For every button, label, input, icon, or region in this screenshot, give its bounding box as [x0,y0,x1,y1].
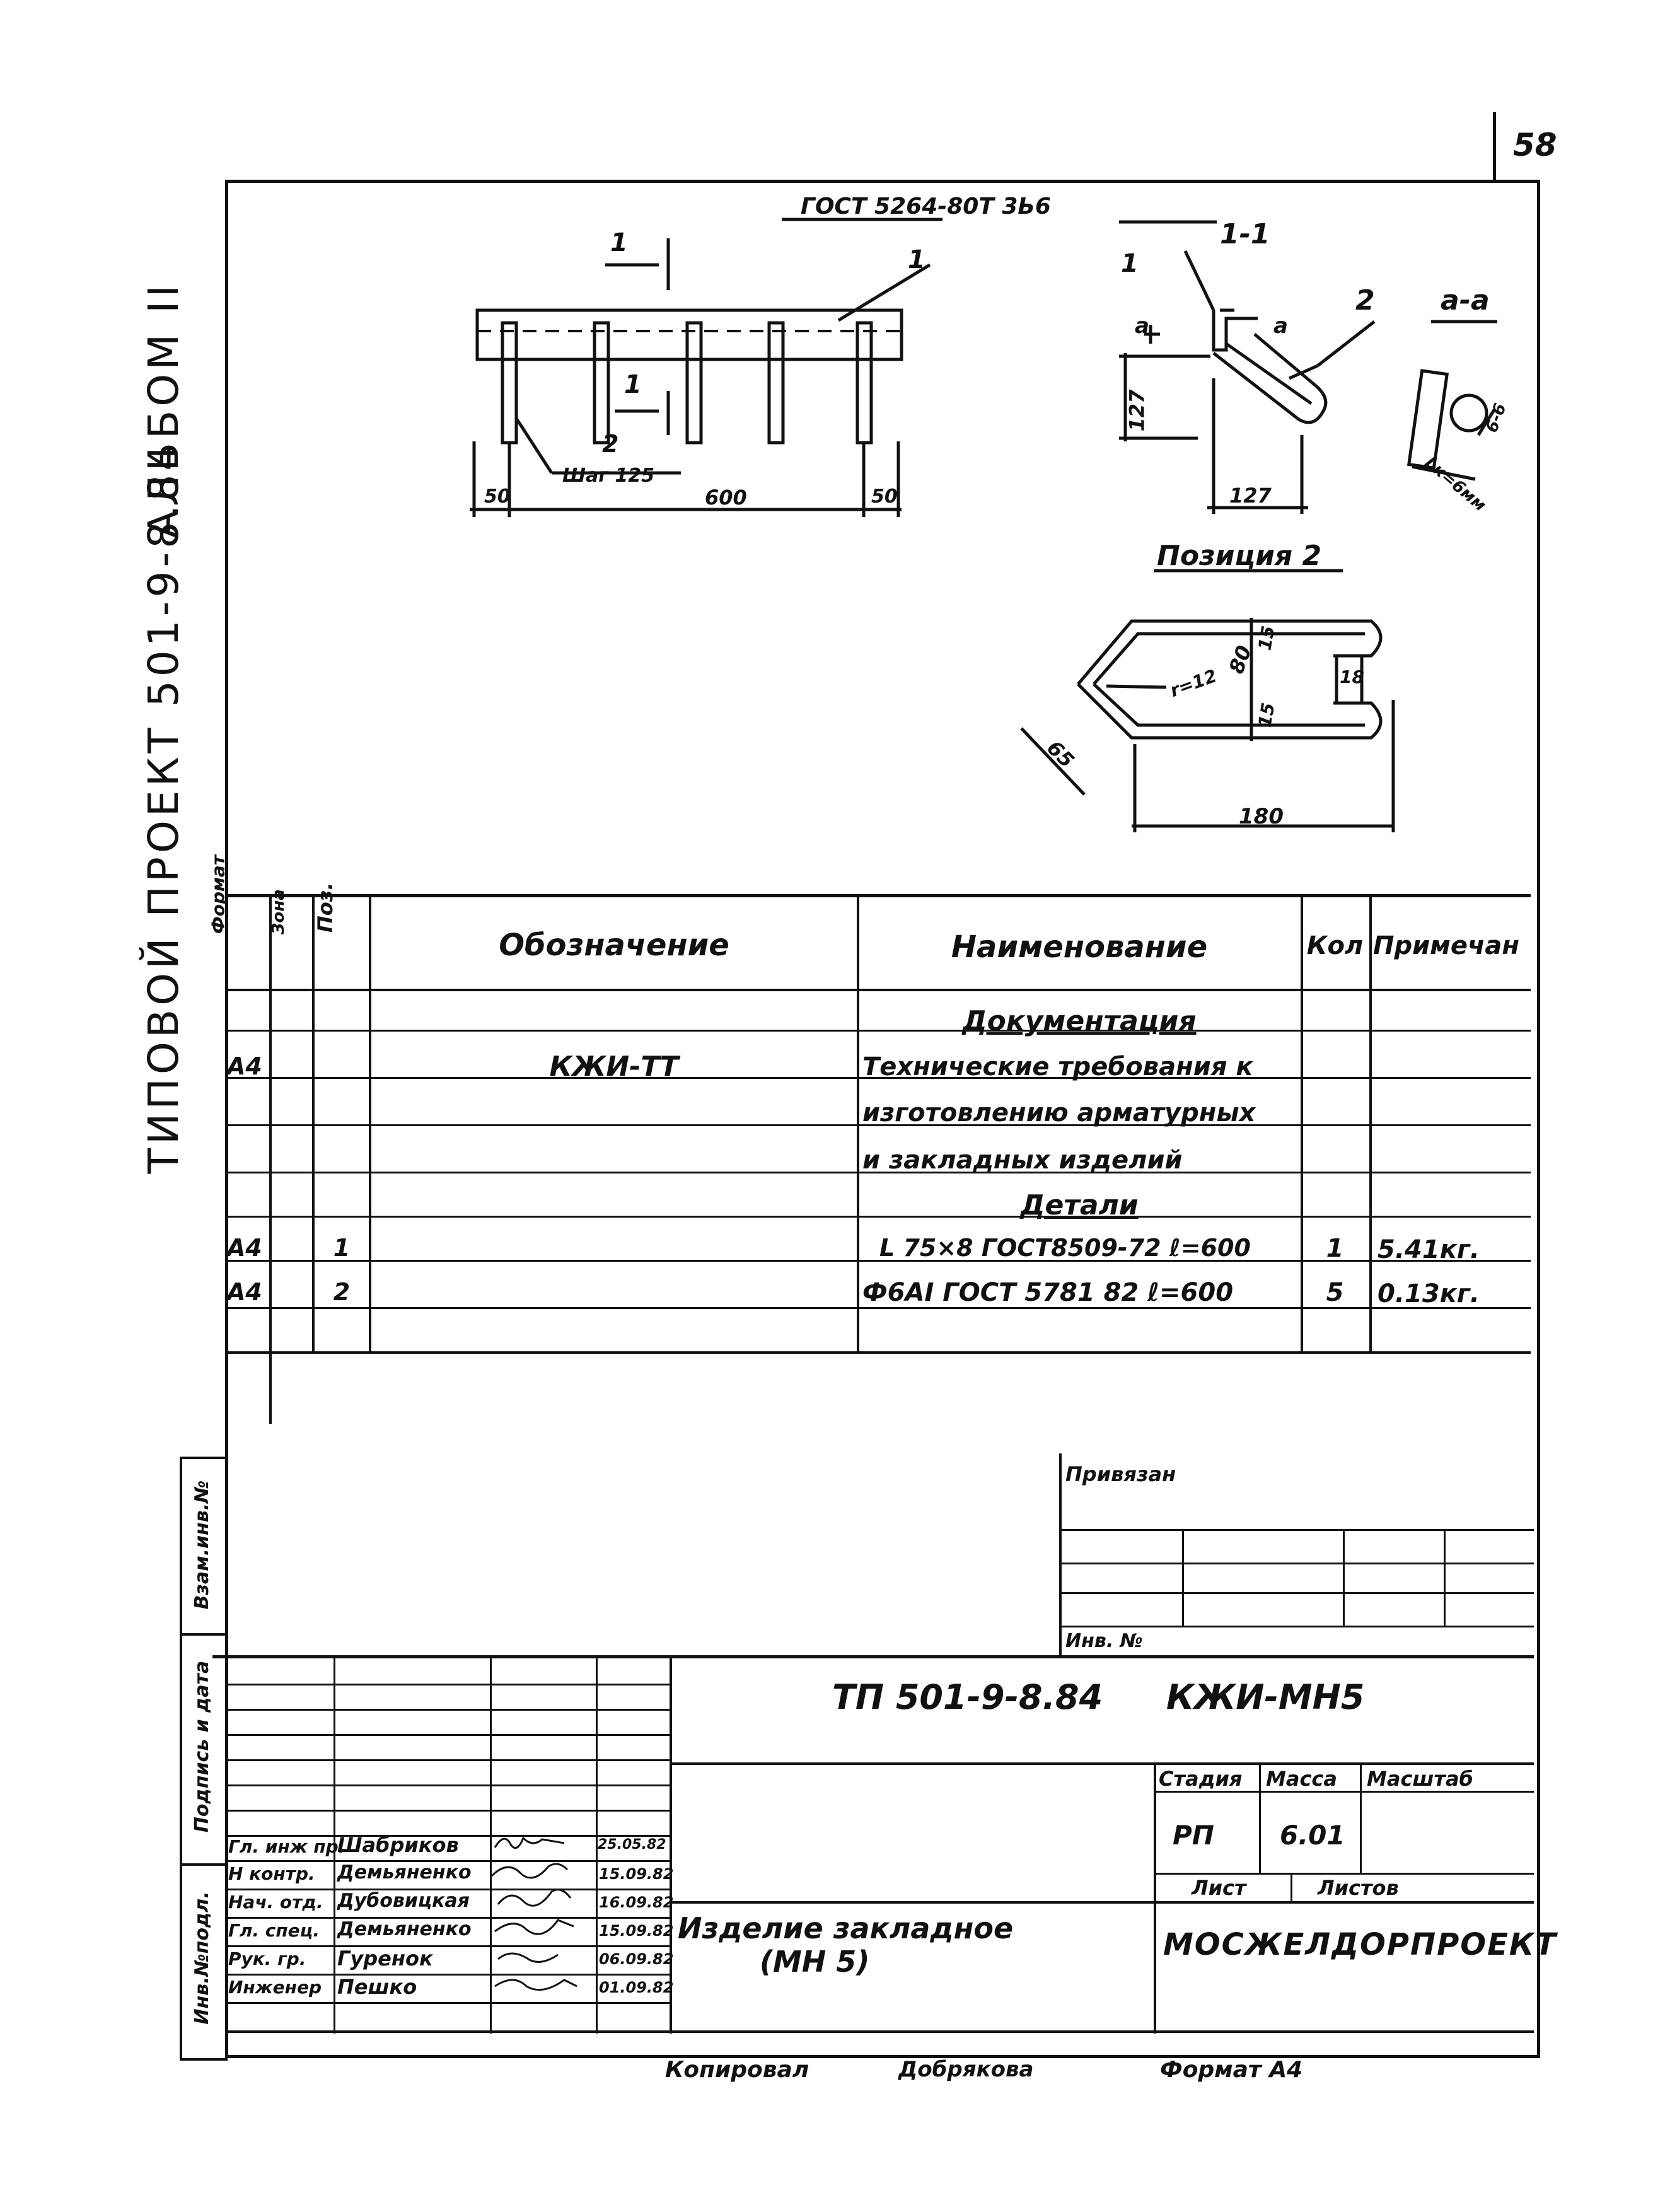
item-name-line2: (МН 5) [760,1945,870,1979]
section-1-1-pos2: 2 [1355,284,1375,317]
signer-1-name: Шабриков [337,1833,459,1857]
mass-value: 6.01 [1280,1820,1345,1851]
section-1-1-pos1: 1 [1121,249,1139,278]
drawing-frame [225,180,1540,2058]
signer-4-name: Демьяненко [337,1918,472,1940]
page-number-divider [1493,112,1496,182]
dim-50-left: 50 [484,486,511,508]
inv-zam-label: Взам.инв.№ [191,1480,213,1610]
row6-qty: 5 [1326,1278,1344,1307]
title-block [212,1655,1534,2052]
position-1-label: 1 [908,245,925,274]
signer-6-date: 01.09.82 [599,1979,674,1996]
signer-4-date: 15.09.82 [599,1922,674,1940]
dim-127-horizontal: 127 [1229,484,1272,508]
sheet-header: Лист [1192,1876,1246,1900]
row5-pos: 1 [333,1234,351,1262]
mass-header: Масса [1266,1767,1337,1791]
position-2-title: Позиция 2 [1157,540,1322,572]
copied-by-name: Добрякова [898,2057,1034,2082]
signer-5-name: Гуренок [337,1947,433,1970]
inv-podl-label: Инв.№подл. [191,1891,213,2025]
signer-4-role: Гл. спец. [228,1920,320,1941]
row2-name: изготовлению арматурных [862,1098,1256,1127]
copied-by-label: Копировал [665,2057,809,2083]
dim-18: 18 [1340,667,1364,687]
signer-3-role: Нач. отд. [228,1892,323,1912]
header-format: Формат [207,854,229,934]
sheets-header: Листов [1318,1876,1399,1900]
gost-note: ГОСТ 5264-80Т 3Ь6 [801,194,1051,219]
signer-1-role: Гл. инж пр. [228,1836,345,1857]
row6-note: 0.13кг. [1378,1279,1480,1308]
cut-mark-a-right: а [1273,313,1288,339]
signer-6-role: Инженер [228,1977,322,1998]
header-qty: Кол [1306,931,1364,960]
cut-mark-a-left: а [1135,313,1149,339]
stage-header: Стадия [1159,1767,1243,1791]
section-label-1-1: 1-1 [1220,218,1270,250]
signer-2-name: Демьяненко [337,1861,472,1883]
dim-600: 600 [705,486,747,509]
signatures [490,1836,577,1991]
row6-pos: 2 [333,1278,351,1306]
sign-date-label: Подпись и дата [191,1660,213,1833]
row5-format: А4 [227,1234,262,1262]
organization-name: МОСЖЕЛДОРПРОЕКТ [1163,1927,1557,1962]
row1-name: Технические требования к [862,1052,1253,1081]
doc-code: ТП 501-9-8.84 [832,1677,1103,1717]
technical-drawing [470,218,1497,832]
row3-name: и закладных изделий [862,1146,1183,1175]
privyazan-block [1059,1453,1536,1655]
signer-3-name: Дубовицкая [337,1890,470,1912]
dim-127-vertical: 127 [1125,389,1149,432]
privyazan-label: Привязан [1065,1462,1176,1486]
section-mark-top: 1 [610,228,628,257]
header-note: Примечан [1373,931,1520,960]
dim-15-bottom: 15 [1254,701,1279,729]
signer-3-date: 16.09.82 [599,1894,674,1911]
signer-2-role: Н контр. [228,1863,315,1884]
header-pos: Поз. [313,882,338,933]
doc-mark: КЖИ-МН5 [1166,1677,1365,1717]
header-zone: Зона [269,889,289,934]
stage-value: РП [1173,1820,1214,1851]
row5-name: L 75×8 ГОСТ8509-72 ℓ=600 [879,1234,1251,1262]
row5-qty: 1 [1326,1234,1344,1263]
row5-note: 5.41кг. [1378,1235,1480,1264]
header-name: Наименование [951,929,1208,965]
weld-step-label: Шаг 125 [562,465,655,487]
row1-format: А4 [227,1052,262,1080]
row6-name: Ф6АI ГОСТ 5781 82 ℓ=600 [862,1278,1234,1307]
dim-180: 180 [1239,804,1284,829]
signer-2-date: 15.09.82 [599,1865,674,1883]
signer-6-name: Пешко [337,1975,417,1999]
privyazan-inv-label: Инв. № [1065,1630,1143,1652]
signer-5-date: 06.09.82 [599,1950,674,1968]
row6-format: А4 [227,1278,262,1306]
dim-50-right: 50 [871,486,898,508]
header-designation: Обозначение [499,928,729,963]
signer-1-date: 25.05.82 [598,1837,666,1853]
dim-15-top: 15 [1254,624,1279,652]
item-name-line1: Изделие закладное [678,1911,1014,1945]
format-label: Формат А4 [1160,2057,1303,2083]
left-strip [180,1457,228,2061]
row1-designation: КЖИ-ТТ [549,1051,679,1083]
section-label-a-a: а-а [1441,284,1490,317]
row-details-name: Детали [1020,1189,1139,1221]
page-number: 58 [1513,127,1557,163]
signer-5-role: Рук. гр. [228,1948,306,1969]
row-doc-name: Документация [962,1005,1197,1037]
section-mark-mid: 1 [624,370,642,399]
scale-header: Масштаб [1367,1767,1473,1791]
specification-table [225,894,1531,1427]
position-2-label: 2 [602,430,619,458]
